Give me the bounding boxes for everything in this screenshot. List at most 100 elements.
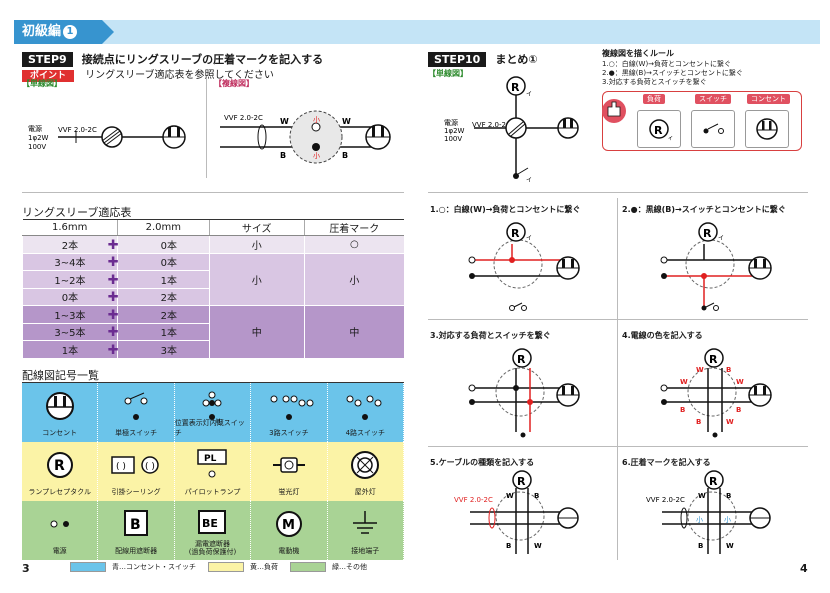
svg-text:VVF 2.0-2C: VVF 2.0-2C	[472, 121, 511, 129]
svg-text:R: R	[54, 458, 65, 474]
svg-text:イ: イ	[718, 235, 724, 242]
power-line3: 100V	[28, 143, 46, 151]
panel-h-divider-1	[428, 319, 808, 320]
svg-text:VVF 2.0-2C: VVF 2.0-2C	[454, 496, 493, 504]
svg-text:( ): ( )	[145, 462, 155, 472]
step10-title: まとめ①	[495, 53, 538, 66]
rule-2: 2.●：黒線(B)→スイッチとコンセントに繋ぐ	[602, 69, 743, 77]
rules-title: 複線図を描くルール	[602, 49, 674, 58]
table-row: 2本 ✚0本 小 ○	[22, 235, 404, 254]
svg-text:B: B	[696, 418, 701, 426]
rule-outlet-head: コンセント	[747, 94, 790, 104]
ground-icon	[353, 511, 378, 534]
svg-text:( ): ( )	[116, 462, 126, 472]
symbol-power: 電源	[22, 501, 99, 560]
rule-switch	[691, 110, 735, 148]
cell: ✚0本	[108, 235, 210, 254]
symbol-single-switch: 単極スイッチ	[98, 383, 175, 442]
panel-4-diagram: W B W B W B B W R	[660, 348, 772, 438]
svg-text:電源: 電源	[444, 118, 458, 127]
multi-line-diagram: VVF 2.0-2C 小 小 W W B B	[220, 110, 391, 164]
svg-text:B: B	[680, 406, 685, 414]
svg-text:R: R	[709, 475, 718, 488]
point-row: ポイント リングスリーブ適応表を参照してください	[22, 63, 274, 82]
symbol-4way-switch: 4路スイッチ	[327, 383, 404, 442]
panel-6-diagram: VVF 2.0-2C 小 小 W B B W R	[646, 470, 771, 554]
svg-text:R: R	[511, 81, 520, 94]
symbol-motor: M 電動機	[251, 501, 328, 560]
sleeve-table-title: リングスリーブ適応表	[22, 206, 132, 219]
symbol-fluorescent: 蛍光灯	[251, 442, 328, 501]
svg-text:R: R	[654, 124, 663, 137]
step9-title: 接続点にリングスリーブの圧着マークを記入する	[81, 53, 324, 66]
sleeve-table: 1.6mm 2.0mm サイズ 圧着マーク 2本 ✚0本 小 ○ 3~4本 ✚0…	[22, 219, 404, 359]
svg-text:H: H	[216, 418, 221, 423]
svg-text:B: B	[342, 151, 348, 160]
right-divider	[428, 192, 808, 193]
outdoor-light-icon	[351, 451, 380, 479]
svg-text:R: R	[511, 227, 520, 240]
rule-outlet	[745, 110, 789, 148]
cell: 1本	[22, 340, 118, 359]
symbol-ground: 接地端子	[327, 501, 404, 560]
section-number: 1	[63, 25, 78, 39]
rule-3: 3.対応する負荷とスイッチを繋ぐ	[602, 78, 707, 86]
symbol-3way-switch: 3路スイッチ	[251, 383, 328, 442]
power-line1: 電源	[28, 124, 42, 133]
table-row: 1~2本 ✚1本	[22, 270, 405, 289]
svg-text:W: W	[680, 378, 688, 386]
svg-text:R: R	[517, 475, 526, 488]
col-mark: 圧着マーク	[303, 219, 404, 236]
point-text: リングスリーブ適応表を参照してください	[85, 70, 274, 81]
cable-label: VVF 2.0-2C	[58, 126, 97, 134]
svg-text:B: B	[534, 492, 539, 500]
lamp-receptacle-icon: R	[46, 452, 73, 478]
svg-text:小: 小	[313, 151, 320, 160]
pilot-switch-icon: H	[202, 391, 222, 423]
legend-yellow: 黄…負荷	[208, 562, 278, 572]
col-1-6mm: 1.6mm	[22, 219, 118, 236]
panel-3-diagram: R	[468, 348, 580, 438]
rules-list: 1.○：白線(W)→負荷とコンセントに繋ぐ 2.●：黒線(B)→スイッチとコンセ…	[602, 60, 743, 87]
svg-text:W: W	[698, 492, 706, 500]
panel-3-title: 3.対応する負荷とスイッチを繋ぐ	[430, 331, 551, 340]
4way-switch-icon	[346, 395, 382, 420]
cell: ○	[303, 235, 404, 254]
step10-heading: STEP10 まとめ①	[428, 48, 538, 67]
panel-5-title: 5.ケーブルの種類を記入する	[430, 458, 535, 467]
symbol-earth-leakage: BE 漏電遮断器 (過負荷保護付)	[174, 501, 252, 560]
svg-text:イ: イ	[526, 91, 532, 98]
symbol-outdoor-light: 屋外灯	[327, 442, 404, 501]
3way-switch-icon	[270, 395, 314, 420]
cell: 中	[208, 305, 305, 359]
svg-text:VVF 2.0-2C: VVF 2.0-2C	[646, 496, 685, 504]
panel-2-diagram: R イ	[660, 222, 772, 311]
right-single-label: 【単線図】	[428, 69, 468, 78]
table-row: 1~3本 ✚2本 中 中	[22, 305, 404, 359]
hand-icon	[601, 96, 627, 130]
rule-switch-head: スイッチ	[695, 94, 731, 104]
diagram-divider	[206, 78, 207, 178]
col-size: サイズ	[208, 219, 305, 236]
section-label-text: 初級編	[22, 24, 62, 39]
svg-text:B: B	[698, 542, 703, 550]
cell: 0本	[22, 288, 118, 306]
cell: 中	[303, 305, 404, 359]
page-number-left: 3	[22, 562, 30, 575]
pilot-lamp-icon: PL	[197, 449, 228, 478]
table-row: 3~5本 ✚1本	[22, 323, 405, 341]
table-row: 0本 ✚2本	[22, 288, 405, 306]
summary-diagram: 電源 1φ2W 100V VVF 2.0-2C R イ イ	[444, 76, 579, 184]
page-number-right: 4	[800, 562, 808, 575]
panel-h-divider-2	[428, 446, 808, 447]
fluorescent-icon	[272, 457, 305, 473]
svg-text:W: W	[506, 492, 514, 500]
cell: ✚2本	[108, 305, 210, 324]
svg-text:B: B	[130, 517, 141, 533]
step10-tag: STEP10	[428, 52, 487, 67]
legend-blue: 青…コンセント・スイッチ	[70, 562, 196, 572]
